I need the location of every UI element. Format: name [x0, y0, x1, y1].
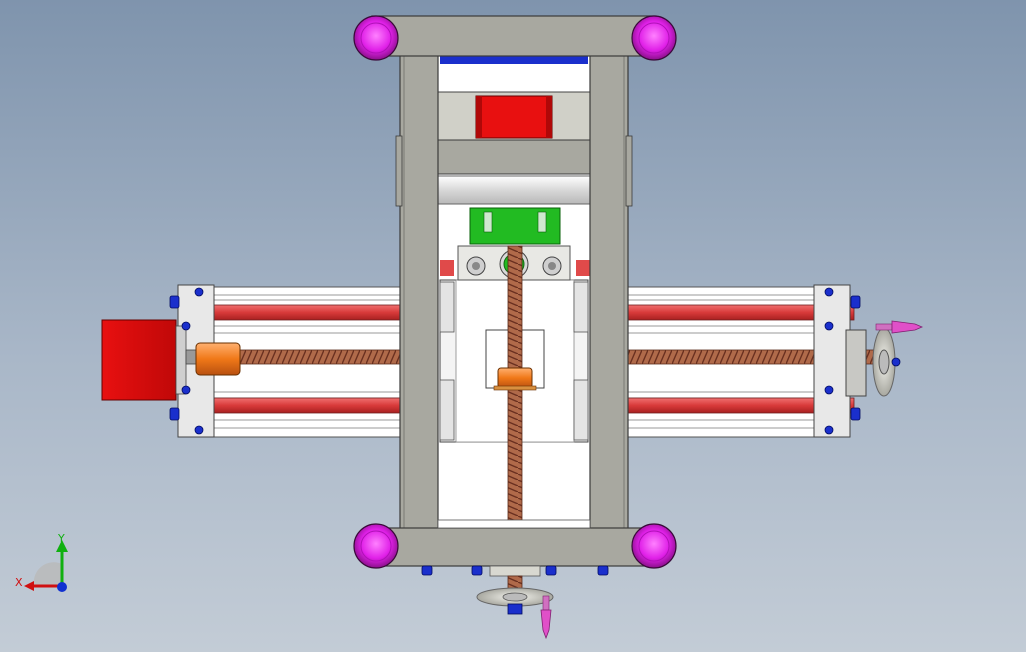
frame-bottom-beam	[371, 527, 657, 567]
x-axis-motor[interactable]	[101, 319, 177, 401]
foot-top-right	[631, 15, 677, 61]
x-leadscrew-left	[239, 349, 403, 365]
frame-cross-bar	[437, 139, 591, 175]
bracket[interactable]	[469, 207, 561, 245]
x-axis-label: X	[15, 576, 23, 589]
top-blue-strip	[440, 56, 588, 64]
foot-top-left	[353, 15, 399, 61]
corner-feet	[353, 15, 677, 569]
foot-bottom-left	[353, 523, 399, 569]
x-axis-assembly[interactable]	[101, 284, 924, 438]
x-bearing-block-right	[845, 329, 867, 397]
y-top-rod	[437, 175, 591, 205]
x-motor-flange	[175, 325, 187, 395]
x-guide-rod-bottom-left	[211, 397, 403, 414]
y-nut	[497, 367, 533, 389]
foot-bottom-right	[631, 523, 677, 569]
y-axis-handwheel-assembly[interactable]	[421, 565, 609, 640]
y-axis-label: Y	[57, 532, 65, 545]
frame[interactable]	[371, 15, 657, 567]
x-coupler	[195, 342, 241, 376]
frame-right-upright	[589, 43, 629, 533]
x-end-plate-right	[813, 284, 851, 438]
y-handle-knob[interactable]	[540, 609, 552, 640]
x-handwheel-hub	[878, 349, 890, 375]
frame-left-upright	[399, 43, 439, 533]
x-handle-knob[interactable]	[891, 320, 924, 334]
top-motor[interactable]	[475, 95, 553, 139]
frame-top-beam	[371, 15, 657, 57]
x-handle-stem	[875, 323, 893, 331]
coordinate-triad: Y X	[12, 530, 82, 600]
x-guide-rod-top-left	[211, 304, 403, 321]
z-axis-dot	[57, 582, 67, 592]
